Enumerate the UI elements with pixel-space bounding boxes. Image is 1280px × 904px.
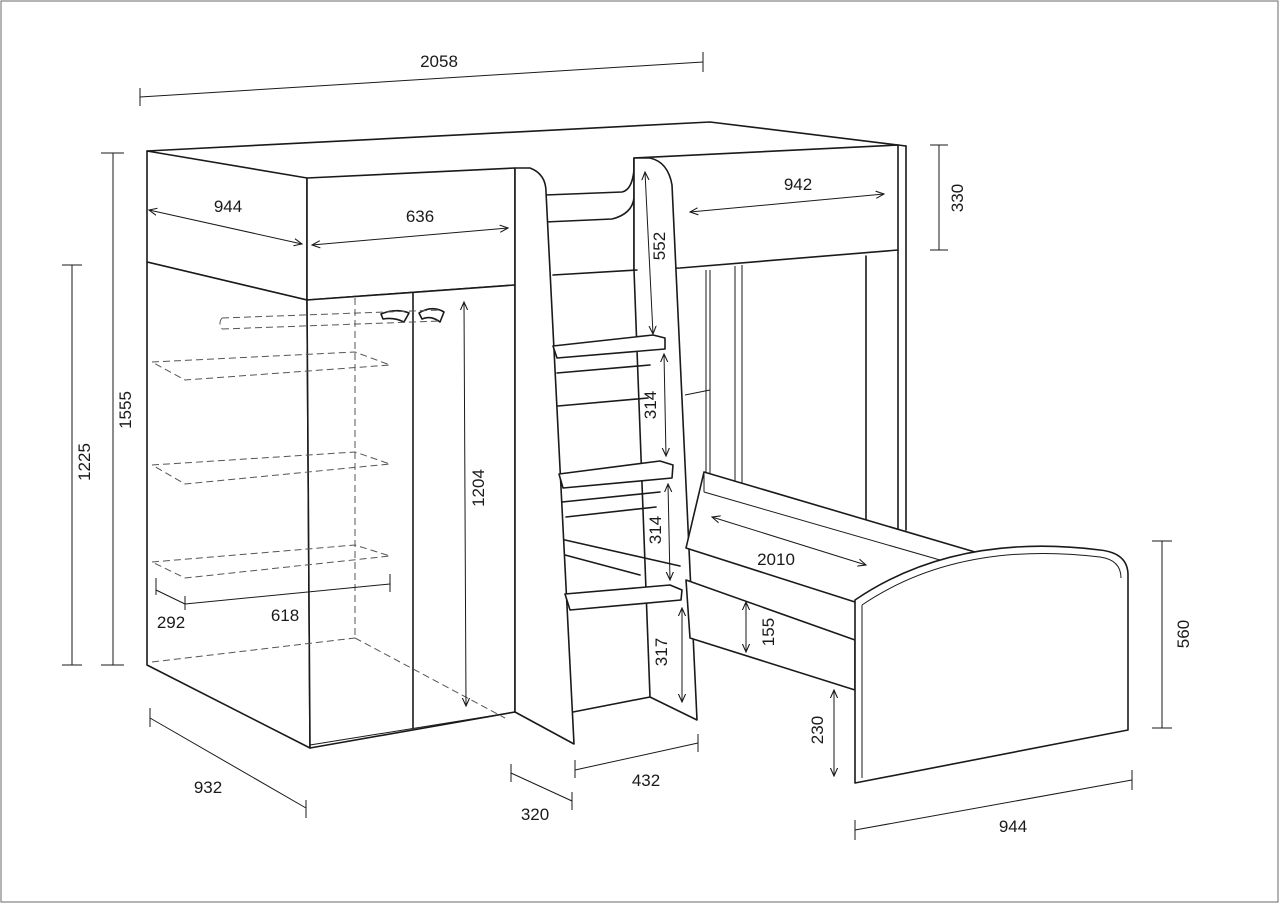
dim-step-bottom: 317: [652, 638, 671, 666]
dim-top-left-width: 944: [214, 197, 242, 216]
dim-headboard-height: 560: [1174, 620, 1193, 648]
wardrobe: [146, 261, 516, 749]
dim-ladder-depth: 320: [521, 805, 549, 824]
dim-bed-width: 944: [999, 817, 1027, 836]
dim-bed-length: 2010: [757, 550, 795, 569]
lower-bed: [685, 471, 1129, 784]
door-handle-right: [418, 307, 445, 323]
dim-top-middle-width: 636: [406, 207, 434, 226]
dim-wardrobe-depth: 932: [194, 778, 222, 797]
dim-total-height: 1555: [116, 391, 135, 429]
dimension-lines: [62, 52, 1172, 840]
dim-total-length: 2058: [420, 52, 458, 71]
dim-step-1: 314: [641, 391, 660, 419]
dim-step-2: 314: [646, 516, 665, 544]
dimension-labels: 2058 944 636 942 330 1555 1225 552 314 3…: [75, 52, 1193, 836]
dim-bed-clearance: 230: [808, 716, 827, 744]
dim-shelf-width: 618: [271, 606, 299, 625]
dim-rail-height: 330: [948, 184, 967, 212]
headboard: [854, 545, 1129, 784]
dim-top-right-width: 942: [784, 175, 812, 194]
dim-wardrobe-height: 1204: [469, 469, 488, 507]
dim-ladder-top: 552: [650, 232, 669, 260]
dim-bed-side-height: 155: [759, 618, 778, 646]
dim-shelf-depth: 292: [157, 613, 185, 632]
dim-inner-height: 1225: [75, 443, 94, 481]
dim-ladder-width: 432: [632, 771, 660, 790]
